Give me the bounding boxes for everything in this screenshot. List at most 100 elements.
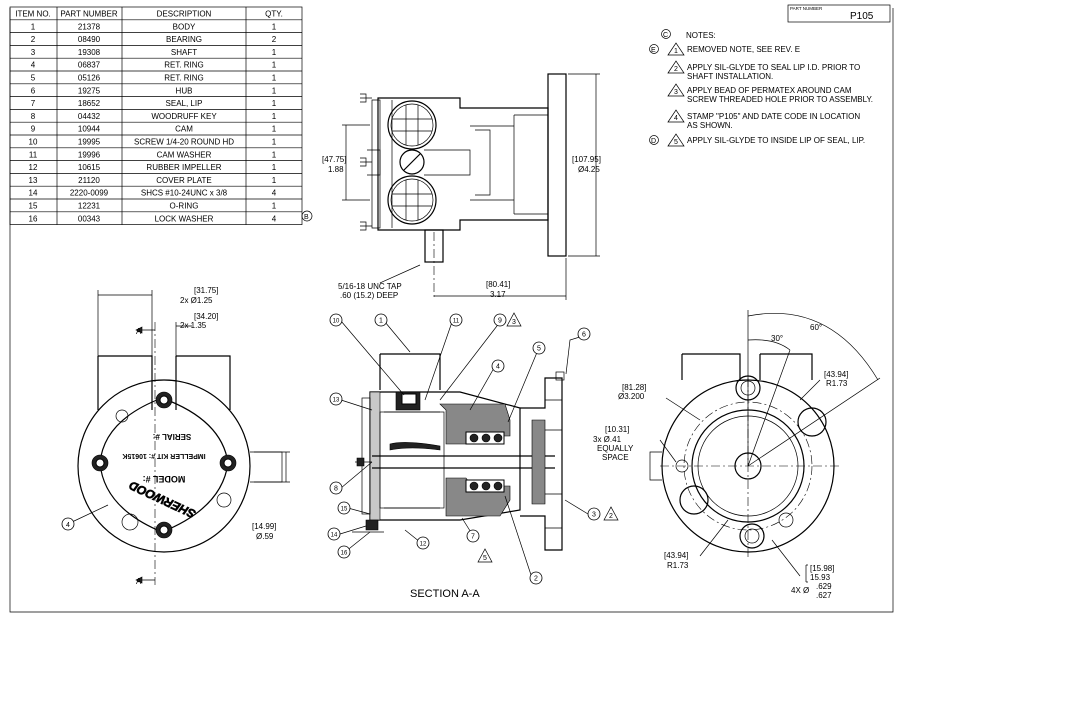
bom-cell: 1 [272, 125, 277, 134]
front-view: MODEL #: IMPELLER KIT #: 10615K SERIAL #… [61, 286, 290, 586]
section-item-balloon: 2 [529, 571, 543, 585]
bom-cell: 1 [272, 48, 277, 57]
note-text-line: REMOVED NOTE, SEE REV. E [687, 45, 800, 54]
note-text-line: AS SHOWN. [687, 121, 733, 130]
drawing-frame [9, 8, 894, 613]
bom-cell: 00343 [78, 214, 101, 223]
balloon-label: 3 [592, 512, 596, 519]
bom-cell: 3 [31, 48, 36, 57]
bom-cell: 1 [272, 61, 277, 70]
bom-cell: 19995 [78, 138, 101, 147]
bom-cell: CAM [175, 125, 193, 134]
bom-cell: 10615 [78, 163, 101, 172]
section-item-balloon: 12 [416, 536, 430, 550]
front-balloon: 4 [66, 522, 70, 529]
bom-cell: 15 [29, 202, 38, 211]
bom-cell: 19275 [78, 86, 101, 95]
bom-cell: 7 [31, 99, 36, 108]
side-dim-p-in2: .627 [816, 591, 832, 600]
bom-cell: 6 [31, 86, 36, 95]
section-item-balloon: 5 [532, 341, 546, 355]
balloon-label: 8 [334, 486, 338, 493]
svg-text:B: B [304, 214, 309, 221]
bom-cell: SCREW 1/4-20 ROUND HD [134, 138, 234, 147]
bom-cell: 06837 [78, 61, 101, 70]
bom-header-cell: DESCRIPTION [157, 10, 212, 19]
section-title: SECTION A-A [410, 588, 480, 600]
balloon-label: 5 [483, 555, 487, 562]
front-dim-a-mm: [31.75] [194, 286, 218, 295]
bom-cell: 13 [29, 176, 38, 185]
bom-cell: 04432 [78, 112, 101, 121]
side-equally-2: SPACE [602, 453, 629, 462]
section-item-balloon: 4 [491, 359, 505, 373]
bom-cell: 1 [272, 99, 277, 108]
balloon-label: 12 [420, 542, 427, 548]
bom-cell: 14 [29, 189, 38, 198]
side-dim-p-in1: .629 [816, 582, 832, 591]
bom-cell: 2 [31, 35, 36, 44]
section-note-triangle: 5 [477, 548, 493, 563]
bom-cell: 12231 [78, 202, 101, 211]
bom-cell: 1 [272, 74, 277, 83]
bom-cell: 2 [272, 35, 277, 44]
section-note-triangle: 3 [506, 312, 522, 327]
note-text-line: APPLY BEAD OF PERMATEX AROUND CAM [687, 86, 852, 95]
balloon-label: 11 [453, 319, 460, 325]
section-item-balloon: 7 [466, 529, 480, 543]
note-text-line: APPLY SIL-GLYDE TO SEAL LIP I.D. PRIOR T… [687, 63, 860, 72]
balloon-label: 6 [582, 332, 586, 339]
bom-cell: 21378 [78, 22, 101, 31]
side-angle-30: 30° [771, 334, 783, 343]
balloon-label: 15 [341, 507, 348, 513]
balloon-label: 16 [341, 551, 348, 557]
note-rev-letter: D [651, 138, 656, 145]
side-dim-p-qty: 4X Ø [791, 586, 809, 595]
section-item-balloon: 10 [329, 313, 343, 327]
top-dim-len-in: 3.17 [490, 290, 506, 299]
balloon-label: 2 [534, 576, 538, 583]
note-rev-circle [649, 135, 659, 145]
bom-cell: SHCS #10-24UNC x 3/8 [141, 189, 228, 198]
note-rev-letter: E [651, 47, 656, 54]
balloon-label: 14 [331, 533, 338, 539]
bom-cell: 05126 [78, 74, 101, 83]
top-tap-callout-1: 5/16-18 UNC TAP [338, 282, 402, 291]
top-dim-dia-in: Ø4.25 [578, 165, 600, 174]
bom-cell: 10 [29, 138, 38, 147]
note-triangle-icon [667, 60, 685, 74]
bom-cell: 1 [272, 112, 277, 121]
section-item-balloon: 13 [329, 392, 343, 406]
section-letter-bottom: A [136, 577, 142, 586]
plate-impeller-label: IMPELLER KIT #: 10615K [122, 452, 205, 459]
note-triangle-icon [667, 42, 685, 56]
bom-cell: 4 [272, 214, 277, 223]
balloon-label: 3 [512, 319, 516, 326]
balloon-label: 10 [333, 319, 340, 325]
note-text-line: SCREW THREADED HOLE PRIOR TO ASSEMBLY. [687, 95, 873, 104]
section-letter-top: A [136, 327, 142, 336]
note-triangle-icon [667, 133, 685, 147]
side-dim-p-mm1: [15.98] [810, 564, 834, 573]
section-item-balloon: 8 [329, 481, 343, 495]
side-equally-1: EQUALLY [597, 444, 634, 453]
note-number: 5 [674, 139, 678, 146]
side-dim-bc-mm: [81.28] [622, 383, 646, 392]
bom-cell: RUBBER IMPELLER [146, 163, 221, 172]
note-text-line: APPLY SIL-GLYDE TO INSIDE LIP OF SEAL, L… [687, 136, 865, 145]
top-tap-callout-2: .60 (15.2) DEEP [340, 291, 398, 300]
bom-cell: LOCK WASHER [155, 214, 214, 223]
balloon-label: 5 [537, 346, 541, 353]
bom-cell: RET. RING [164, 74, 204, 83]
note-triangle-icon [667, 109, 685, 123]
side-dim-h-in: 3x Ø.41 [593, 435, 622, 444]
plate-model-label: MODEL #: [143, 474, 186, 484]
front-dim-b-in: 2x 1.35 [180, 321, 207, 330]
section-item-balloon: 11 [449, 313, 463, 327]
side-dim-r1-in: R1.73 [826, 379, 848, 388]
